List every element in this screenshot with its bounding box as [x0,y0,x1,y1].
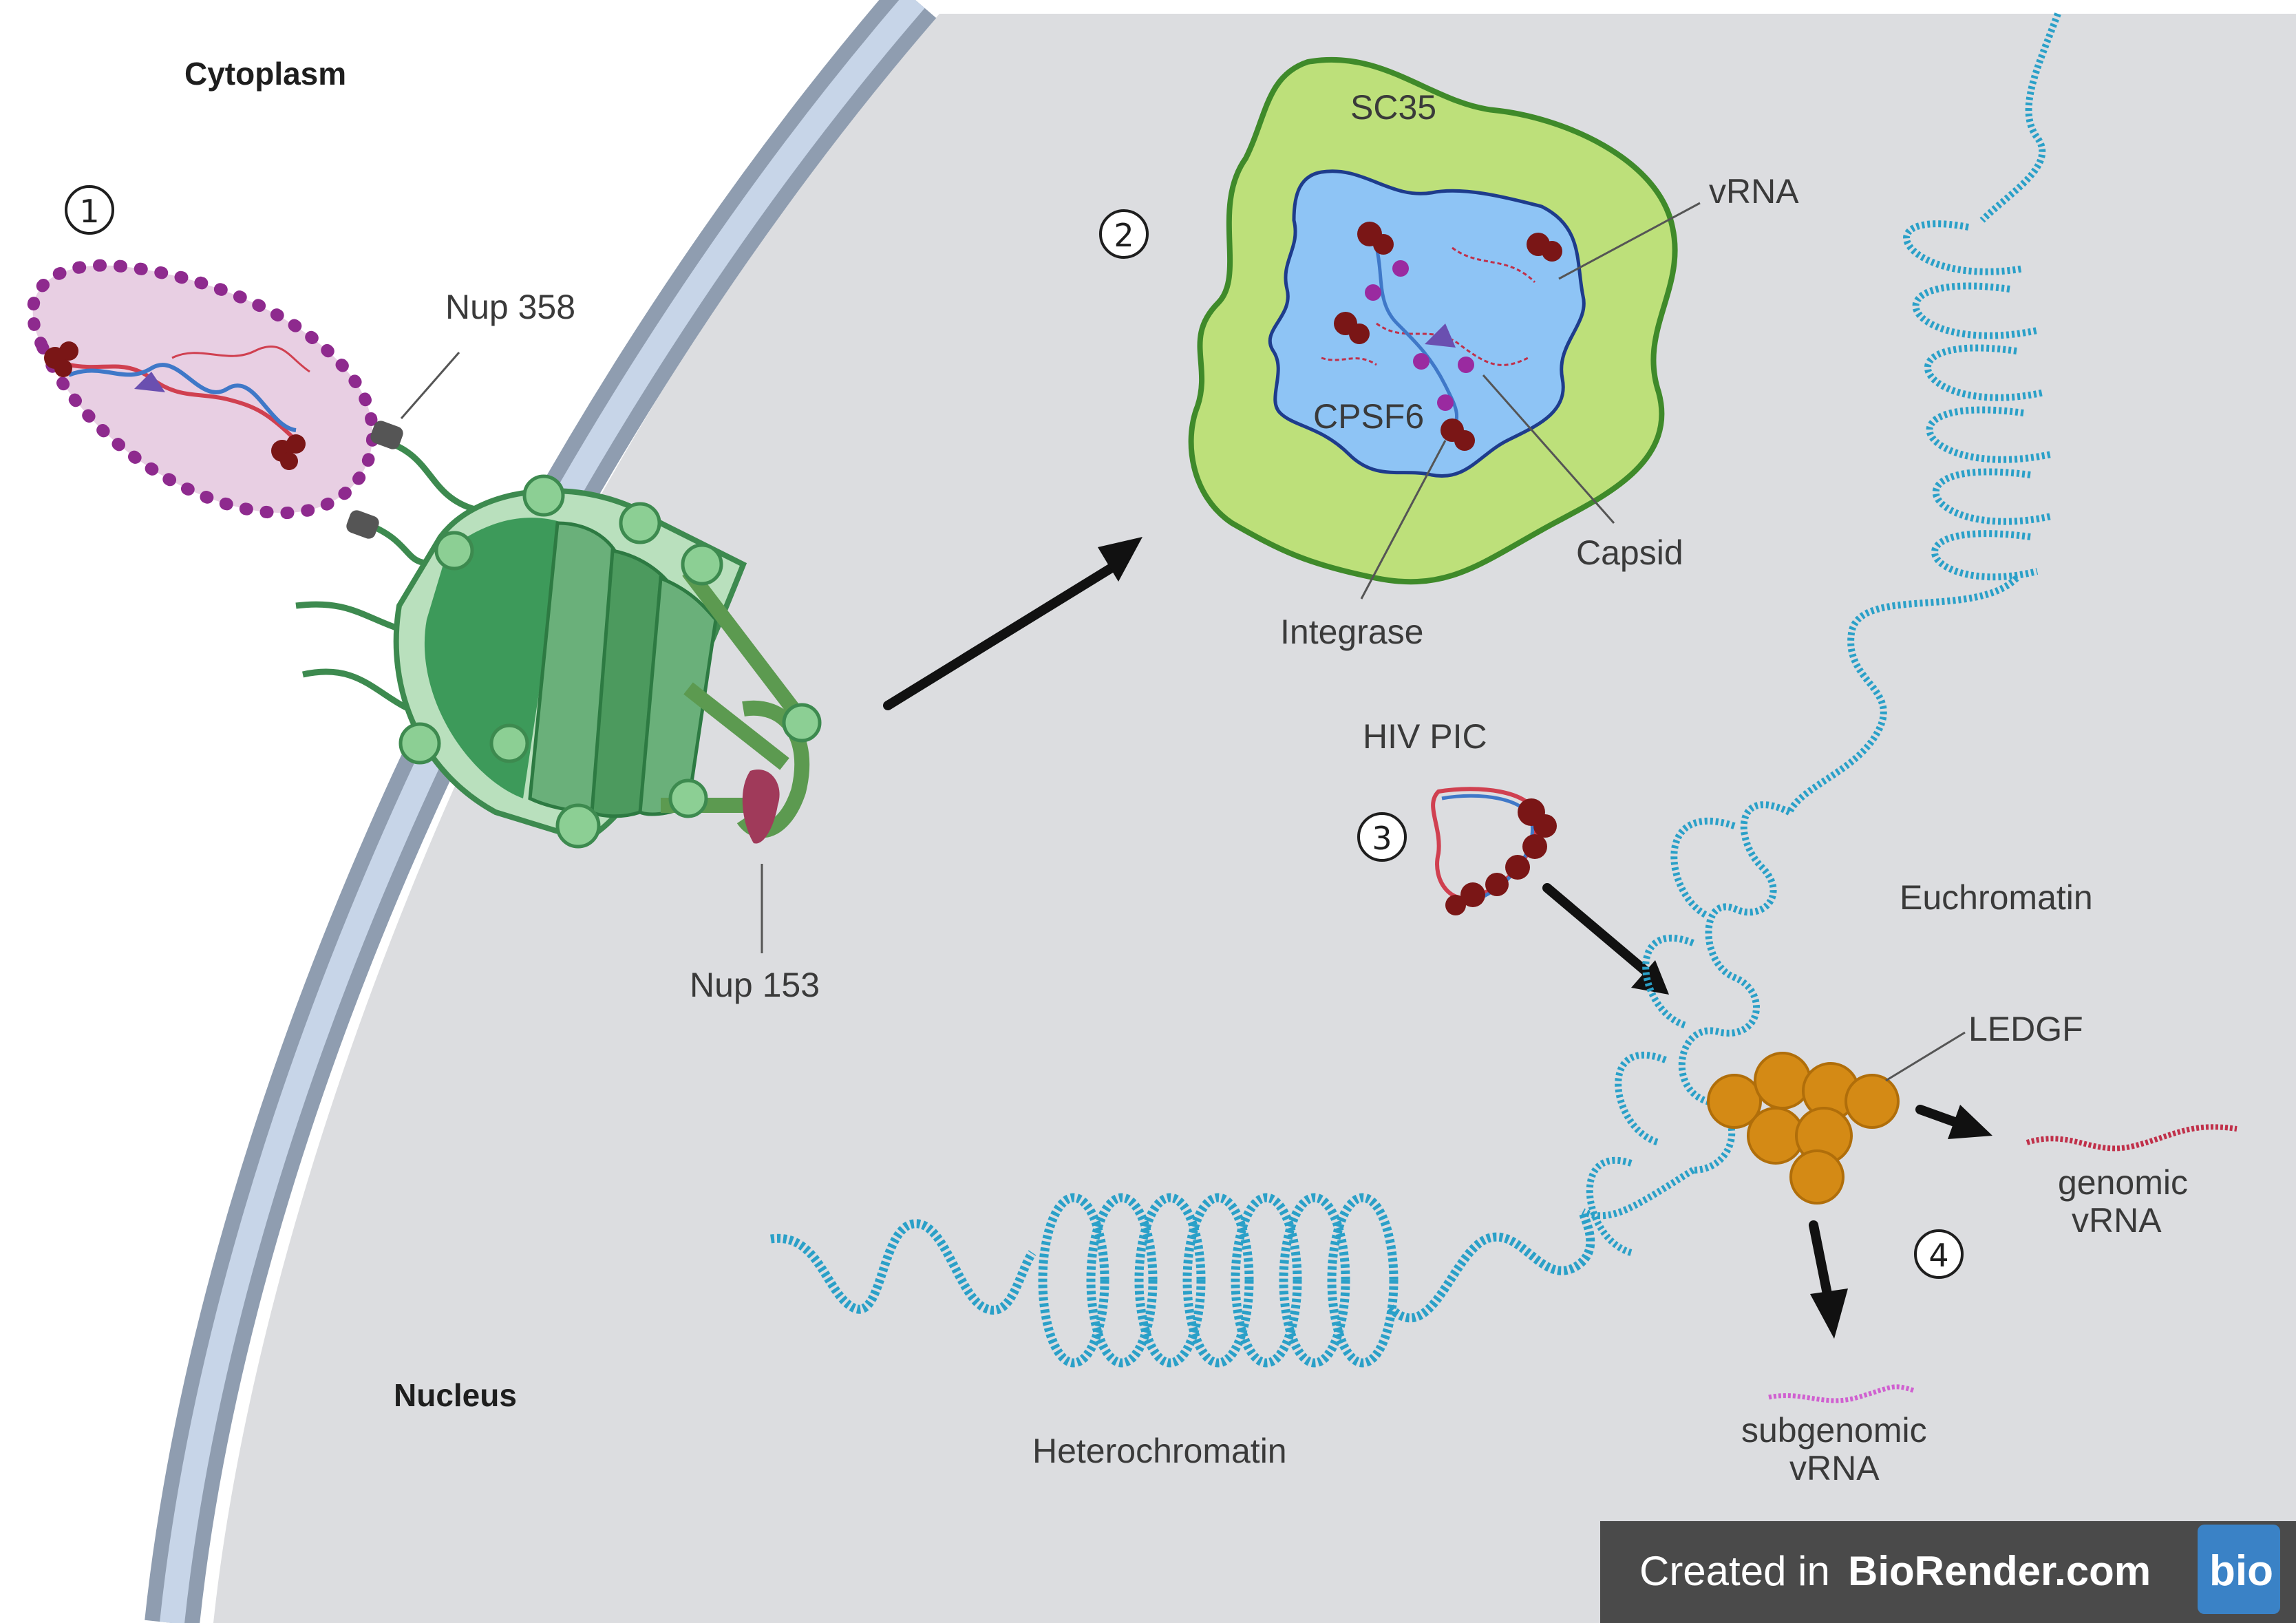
heterochromatin-fiber [770,1193,1595,1368]
cpsf6-label: CPSF6 [1313,397,1424,436]
hiv-virion [26,259,379,520]
protein-cluster-icon [44,341,306,470]
genomic-label-line2: vRNA [2072,1201,2162,1240]
protein-cluster-icon [1445,798,1557,915]
hiv-pic-complex [1431,787,1557,915]
svg-text:4: 4 [1928,1237,1948,1274]
step-3-marker: 3 [1357,812,1407,862]
nuclear-pore-complex [295,421,822,849]
integrase-label: Integrase [1280,613,1423,651]
subgenomic-vrna-strand [1768,1384,1915,1403]
protein-cluster-icon [1334,222,1562,451]
integrase-leader [1360,440,1447,600]
svg-text:1: 1 [79,193,99,230]
nuclear-envelope-inner [160,0,925,1623]
vrna-label: vRNA [1709,172,1799,211]
euchromatin-label: Euchromatin [1900,878,2093,917]
hiv-pic-label: HIV PIC [1363,717,1487,756]
ledgf-leader [1885,1031,1966,1082]
biorender-watermark: Created in BioRender.com bio [1600,1521,2296,1623]
watermark-brand: BioRender.com [1848,1548,2151,1594]
speckle-vrna-strand [1452,246,1536,284]
nup358-label: Nup 358 [445,288,575,326]
capsid-leader [1482,374,1615,524]
step-4-marker: 4 [1914,1229,1964,1279]
step-2-marker: 2 [1099,209,1149,259]
speckle-dna-helix [1374,247,1459,441]
nup153-label: Nup 153 [690,966,820,1004]
nucleus-label: Nucleus [394,1377,517,1413]
step-1-marker: 1 [65,185,114,235]
sc35-label: SC35 [1350,88,1436,127]
nup358-filament [381,437,476,513]
svg-text:2: 2 [1114,217,1134,254]
svg-text:3: 3 [1372,820,1392,857]
ledgf-label: LEDGF [1968,1010,2083,1048]
import-arrow [883,537,1142,710]
genomic-label-line1: genomic [2058,1163,2188,1202]
genomic-transcription-arrow [1915,1105,1992,1139]
nucleus-background [213,14,2296,1623]
viral-dna-helix [68,363,298,443]
integrase-icon [134,372,165,392]
subgenomic-label-line2: vRNA [1789,1449,1880,1487]
vrna-leader [1558,202,1701,280]
svg-text:Created in: Created in [1639,1548,1830,1594]
integrase-icon [1425,323,1456,348]
pore-node-icon [398,474,822,849]
biorender-logo [2198,1525,2280,1614]
nup153-icon [742,770,780,844]
ledgf-cluster [1707,1052,1900,1205]
nup358-leader [400,352,460,419]
subgenomic-label-line1: subgenomic [1741,1411,1927,1450]
svg-text:bio: bio [2209,1547,2273,1595]
capsid-label: Capsid [1576,533,1683,572]
subgenomic-transcription-arrow [1809,1220,1848,1339]
genomic-vrna-strand [2026,1124,2237,1152]
cytoplasm-label: Cytoplasm [184,56,346,92]
cpsf6-dot-icon [1365,260,1474,411]
heterochromatin-label: Heterochromatin [1032,1432,1287,1470]
